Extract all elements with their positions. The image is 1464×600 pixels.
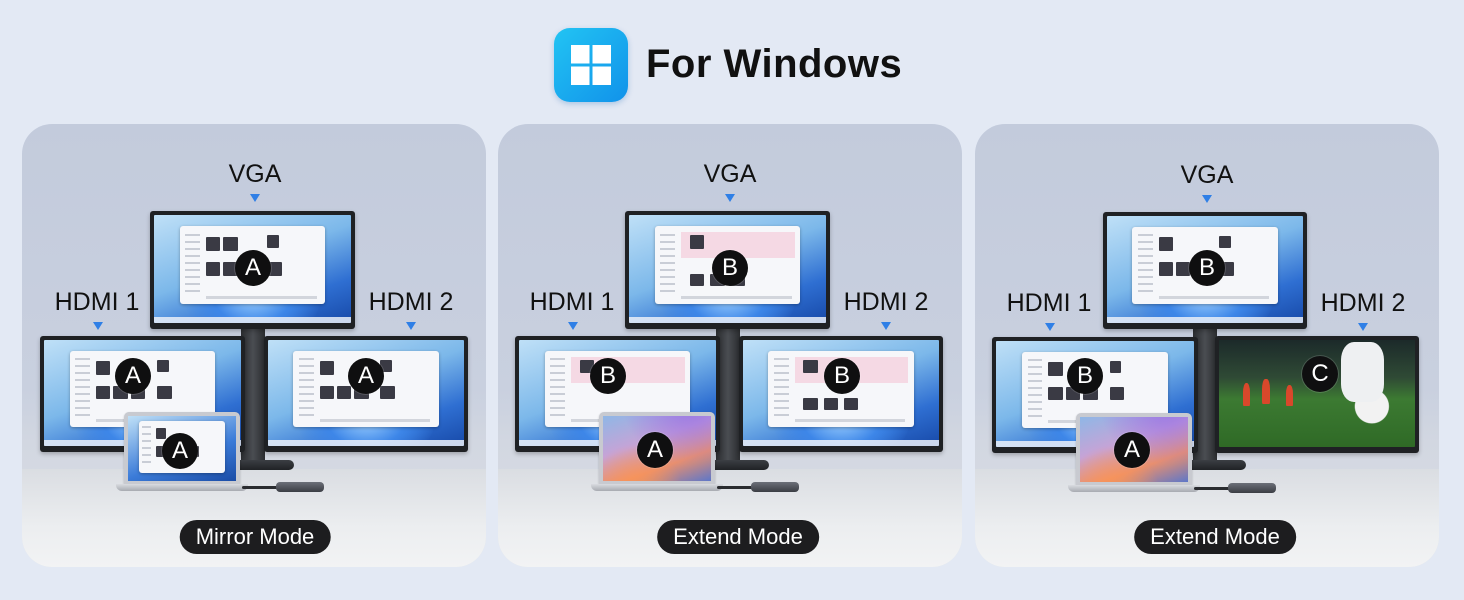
laptop-base <box>116 484 248 491</box>
hdmi2-port-label: HDMI 2 <box>1320 289 1406 317</box>
monitor-stand-base <box>689 460 769 470</box>
hdmi1-port-label: HDMI 1 <box>1006 289 1092 317</box>
vga-port-label: VGA <box>228 160 282 188</box>
vga-display-badge: B <box>712 250 748 286</box>
hdmi1-port-label: HDMI 1 <box>529 288 615 316</box>
vga-port-label: VGA <box>703 160 757 188</box>
hdmi1-arrow-icon <box>1045 323 1055 331</box>
hdmi2-display-badge: C <box>1302 356 1338 392</box>
laptop-base <box>591 484 723 491</box>
laptop-base <box>1068 485 1200 492</box>
mirror-mode-panel: VGA HDMI 1 HDMI 2 <box>22 124 486 567</box>
mode-label: Extend Mode <box>657 520 819 554</box>
hdmi2-port-label: HDMI 2 <box>843 288 929 316</box>
vga-display-badge: A <box>235 250 271 286</box>
hdmi2-display-badge: B <box>824 358 860 394</box>
windows-logo-icon <box>554 28 628 102</box>
monitor-stand-base <box>214 460 294 470</box>
header: For Windows <box>0 26 1464 102</box>
hdmi2-display-badge: A <box>348 358 384 394</box>
usb-hub <box>751 482 799 492</box>
monitor-stand-base <box>1166 460 1246 470</box>
hdmi2-arrow-icon <box>1358 323 1368 331</box>
hub-cable <box>1194 487 1232 490</box>
hdmi1-port-label: HDMI 1 <box>54 288 140 316</box>
vga-port-label: VGA <box>1180 161 1234 189</box>
hdmi2-monitor <box>1215 336 1419 453</box>
laptop-display-badge: A <box>637 432 673 468</box>
hdmi1-arrow-icon <box>568 322 578 330</box>
hdmi1-arrow-icon <box>93 322 103 330</box>
hub-cable <box>717 486 755 489</box>
mode-label: Mirror Mode <box>179 520 331 554</box>
mode-label: Extend Mode <box>1134 520 1296 554</box>
usb-hub <box>1228 483 1276 493</box>
hdmi1-display-badge: A <box>115 358 151 394</box>
page-title: For Windows <box>646 42 903 86</box>
hdmi2-monitor <box>739 336 943 452</box>
usb-hub <box>276 482 324 492</box>
extend-mode-panel-three-displays: VGA HDMI 1 HDMI 2 <box>975 124 1439 567</box>
extend-mode-panel: VGA HDMI 1 HDMI 2 <box>498 124 962 567</box>
vga-arrow-icon <box>1202 195 1212 203</box>
hdmi2-arrow-icon <box>406 322 416 330</box>
hdmi1-display-badge: B <box>1067 358 1103 394</box>
laptop-display-badge: A <box>1114 432 1150 468</box>
laptop-display-badge: A <box>162 433 198 469</box>
monitor-stand <box>716 322 740 468</box>
hdmi2-arrow-icon <box>881 322 891 330</box>
hdmi2-monitor <box>264 336 468 452</box>
hub-cable <box>242 486 280 489</box>
hdmi2-port-label: HDMI 2 <box>368 288 454 316</box>
monitor-stand <box>241 322 265 468</box>
vga-arrow-icon <box>250 194 260 202</box>
vga-arrow-icon <box>725 194 735 202</box>
vga-display-badge: B <box>1189 250 1225 286</box>
hdmi1-display-badge: B <box>590 358 626 394</box>
